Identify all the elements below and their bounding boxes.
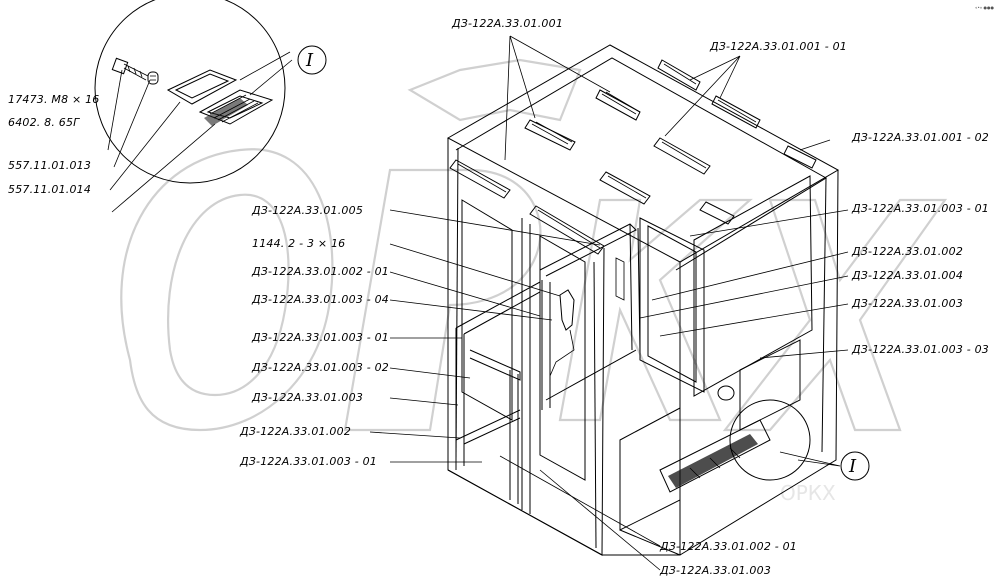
bolt-icon [111,57,159,85]
label-frame-013: 557.11.01.013 [8,159,91,172]
label-004: ДЗ-122А.33.01.004 [851,269,963,282]
callout-marker-bottom: I [848,456,857,477]
page-corner-mark: «•» ●●● [975,5,995,10]
label-003-01-right: ДЗ-122А.33.01.003 - 01 [851,202,989,215]
watermark: ОРКХ [120,58,948,505]
label-005: ДЗ-122А.33.01.005 [251,204,363,217]
label-003-04: ДЗ-122А.33.01.003 - 04 [251,293,389,306]
label-003-02: ДЗ-122А.33.01.003 - 02 [251,361,389,374]
leader-lines [369,35,849,571]
label-washer: 6402. 8. 65Г [8,116,80,129]
label-001: ДЗ-122А.33.01.001 [451,17,563,30]
label-frame-014: 557.11.01.014 [8,183,91,196]
label-002-01-bottom: ДЗ-122А.33.01.002 - 01 [659,540,797,553]
fan-grille-icon [659,419,771,493]
door-seal-frames [455,217,705,504]
label-001-02: ДЗ-122А.33.01.001 - 02 [851,131,989,144]
label-003-left: ДЗ-122А.33.01.003 [251,391,363,404]
callout-marker-top: I [305,50,314,71]
label-003-right: ДЗ-122А.33.01.003 [851,297,963,310]
roof-seal-strips [449,59,817,255]
label-bolt: 17473. M8 × 16 [8,93,99,106]
detail-circle-bottom: I [729,399,870,481]
label-003-bottom: ДЗ-122А.33.01.003 [659,564,771,577]
label-002-left: ДЗ-122А.33.01.002 [239,425,351,438]
label-001-01: ДЗ-122А.33.01.001 - 01 [709,40,847,53]
gasket-frame-icon [166,69,274,126]
cab-body [446,44,840,556]
label-003-03: ДЗ-122А.33.01.003 - 03 [851,343,989,356]
label-003-01-left-b: ДЗ-122А.33.01.003 - 01 [239,455,377,468]
watermark-text: ОРКХ [780,481,836,505]
label-screw: 1144. 2 - 3 × 16 [252,237,345,250]
label-002-01-left: ДЗ-122А.33.01.002 - 01 [251,265,389,278]
detail-circle-top: I [94,0,327,213]
label-003-01-left-a: ДЗ-122А.33.01.003 - 01 [251,331,389,344]
label-002-right: ДЗ-122А.33.01.002 [851,245,963,258]
